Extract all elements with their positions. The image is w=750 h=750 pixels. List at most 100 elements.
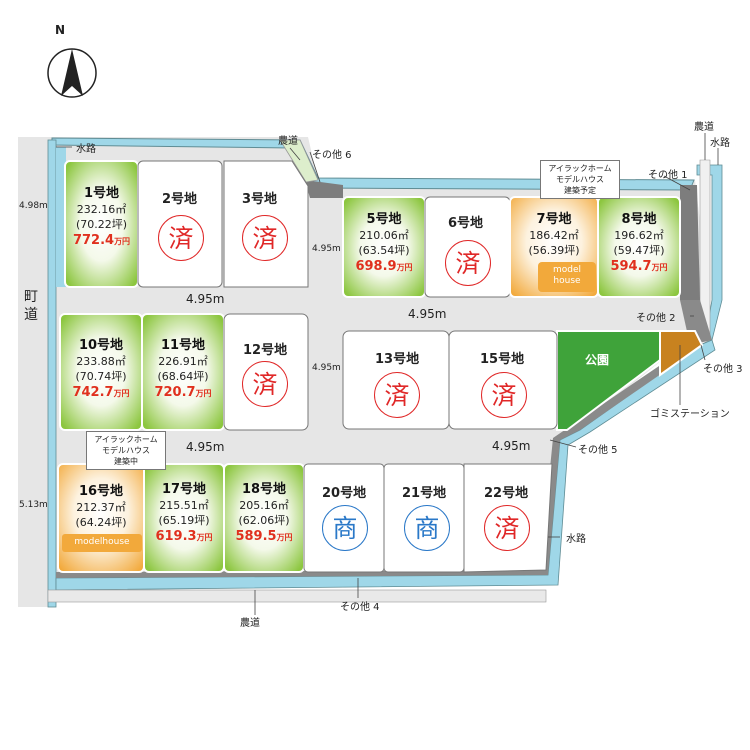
- lot-15-name: 15号地: [480, 352, 525, 367]
- nodo-top-strip: [279, 139, 319, 183]
- lot-3-name: 3号地: [242, 192, 278, 207]
- lot-17-price-unit: 万円: [196, 533, 213, 542]
- sonota4-label: その他 4: [340, 602, 380, 613]
- lot-10-name: 10号地: [78, 338, 124, 353]
- lot-7-callout-line1: アイラックホーム: [548, 164, 612, 173]
- lot-12-name: 12号地: [243, 343, 288, 358]
- gomi-station-label: ゴミステーション: [650, 409, 730, 420]
- road-width-label-4: 4.95m: [492, 439, 531, 453]
- road-width-label-5: 4.95m: [312, 244, 341, 254]
- lot-8-name: 8号地: [621, 212, 657, 227]
- west-width-bottom-label: 5.13m: [19, 500, 48, 510]
- lot-5-price-unit: 万円: [396, 263, 413, 272]
- lot-10-price-unit: 万円: [113, 389, 130, 398]
- lot-18-name: 18号地: [241, 482, 287, 497]
- lot-8-price-line: 594.7万円: [598, 258, 680, 277]
- lot-17-tsubo: (65.19坪): [158, 514, 210, 527]
- lot-2-sold-stamp: 済: [158, 215, 204, 261]
- gomi-station: [659, 330, 704, 377]
- lot-7-model-badge: [538, 262, 596, 292]
- lot-7-callout-line2: モデルハウス: [556, 175, 604, 184]
- lot-10-tsubo: (70.74坪): [75, 370, 127, 383]
- lot-1-price-unit: 万円: [114, 237, 131, 246]
- lot-11-price-line: 720.7万円: [142, 384, 224, 403]
- lot-16-area: 212.37㎡: [76, 501, 126, 514]
- lot-7-callout-line3: 建築予定: [564, 186, 596, 195]
- lot-10[interactable]: 10号地 233.88㎡ (70.74坪) 742.7万円: [60, 338, 142, 403]
- sonota6-label: その他 6: [312, 150, 352, 161]
- lot-16-callout-line2: モデルハウス: [102, 446, 150, 455]
- lot-12-sold-stamp: 済: [242, 361, 288, 407]
- compass-needle-icon: [61, 49, 83, 96]
- lot-8-price-unit: 万円: [651, 263, 668, 272]
- lot-17-price-line: 619.3万円: [144, 528, 224, 547]
- lot-16-tsubo: (64.24坪): [75, 516, 127, 529]
- lot-1-name: 1号地: [83, 186, 120, 201]
- lot-17[interactable]: 17号地 215.51㎡ (65.19坪) 619.3万円: [144, 482, 224, 547]
- lot-5-area: 210.06㎡: [359, 229, 409, 242]
- lot-5-price: 698.9: [355, 259, 397, 274]
- lot-11-price-unit: 万円: [195, 389, 212, 398]
- lot-16-callout-line3: 建築中: [114, 457, 138, 466]
- lot-16-callout-line1: アイラックホーム: [94, 435, 158, 444]
- lot-6-name: 6号地: [448, 216, 484, 231]
- lot-13-name: 13号地: [375, 352, 420, 367]
- lot-18-price-unit: 万円: [276, 533, 293, 542]
- road-width-label-2: 4.95m: [408, 307, 447, 321]
- lot-8-price: 594.7: [610, 259, 652, 274]
- lot-8-tsubo: (59.47坪): [613, 244, 665, 257]
- west-width-top-label: 4.98m: [19, 201, 48, 211]
- lot-3-sold-stamp: 済: [242, 215, 288, 261]
- lot-16[interactable]: 16号地 212.37㎡ (64.24坪): [58, 484, 144, 530]
- lot-7-callout: アイラックホーム モデルハウス 建築予定: [540, 160, 620, 199]
- lot-6-sold-stamp: 済: [445, 240, 491, 286]
- lot-15-sold-stamp: 済: [481, 372, 527, 418]
- lot-10-price: 742.7: [72, 385, 114, 400]
- road-width-label-1: 4.95m: [186, 292, 225, 306]
- lot-11[interactable]: 11号地 226.91㎡ (68.64坪) 720.7万円: [142, 338, 224, 403]
- lot-10-area: 233.88㎡: [76, 355, 126, 368]
- lot-7-model-note-line1: model: [552, 265, 582, 275]
- lot-11-area: 226.91㎡: [158, 355, 208, 368]
- lot-5[interactable]: 5号地 210.06㎡ (63.54坪) 698.9万円: [343, 212, 425, 277]
- lot-1-price-line: 772.4万円: [65, 232, 138, 251]
- lot-7-name: 7号地: [536, 212, 572, 227]
- lot-8-area: 196.62㎡: [614, 229, 664, 242]
- sonota1-label: その他 1: [648, 170, 688, 181]
- lot-18-tsubo: (62.06坪): [238, 514, 290, 527]
- sonota5-label: その他 5: [578, 445, 618, 456]
- lot-1-tsubo: (70.22坪): [75, 218, 128, 231]
- lot-7-tsubo: (56.39坪): [528, 244, 580, 257]
- lot-18[interactable]: 18号地 205.16㎡ (62.06坪) 589.5万円: [224, 482, 304, 547]
- lot-22-sold-stamp: 済: [484, 505, 530, 551]
- lot-8-shape[interactable]: [597, 196, 681, 298]
- lot-20-commercial-stamp: 商: [322, 505, 368, 551]
- bottom-nodo-strip: [47, 589, 547, 603]
- lot-13-sold-stamp: 済: [374, 372, 420, 418]
- lot-1[interactable]: 1号地 232.16㎡ (70.22坪) 772.4万円: [65, 186, 138, 251]
- lot-10-price-line: 742.7万円: [60, 384, 142, 403]
- road-width-label-6: 4.95m: [312, 363, 341, 373]
- lot-16-model-note: modelhouse: [74, 537, 130, 547]
- lot-17-area: 215.51㎡: [159, 499, 209, 512]
- lot-7-area: 186.42㎡: [529, 229, 579, 242]
- lot-1-price: 772.4: [72, 233, 115, 248]
- lot-7[interactable]: 7号地 186.42㎡ (56.39坪): [510, 212, 598, 258]
- sonota6-strip: [305, 180, 343, 198]
- lot-7-model-note-line2: house: [553, 276, 581, 286]
- sonota3-label: その他 3: [703, 364, 743, 375]
- lot-7-model-note: model house: [538, 265, 596, 287]
- lot-5-name: 5号地: [366, 212, 402, 227]
- lot-8[interactable]: 8号地 196.62㎡ (59.47坪) 594.7万円: [598, 212, 680, 277]
- compass-north-label: N: [55, 23, 66, 37]
- lot-1-area: 232.16㎡: [76, 203, 127, 216]
- nodo-ne-label: 農道: [694, 122, 714, 133]
- lot-21-name: 21号地: [402, 486, 447, 501]
- lot-22-name: 22号地: [484, 486, 529, 501]
- sonota2-label: その他 2: [636, 313, 676, 324]
- west-water: [47, 139, 57, 608]
- lot-18-area: 205.16㎡: [239, 499, 289, 512]
- west-road: [18, 137, 48, 607]
- lot-11-name: 11号地: [160, 338, 206, 353]
- suiro-nw-label: 水路: [76, 144, 96, 155]
